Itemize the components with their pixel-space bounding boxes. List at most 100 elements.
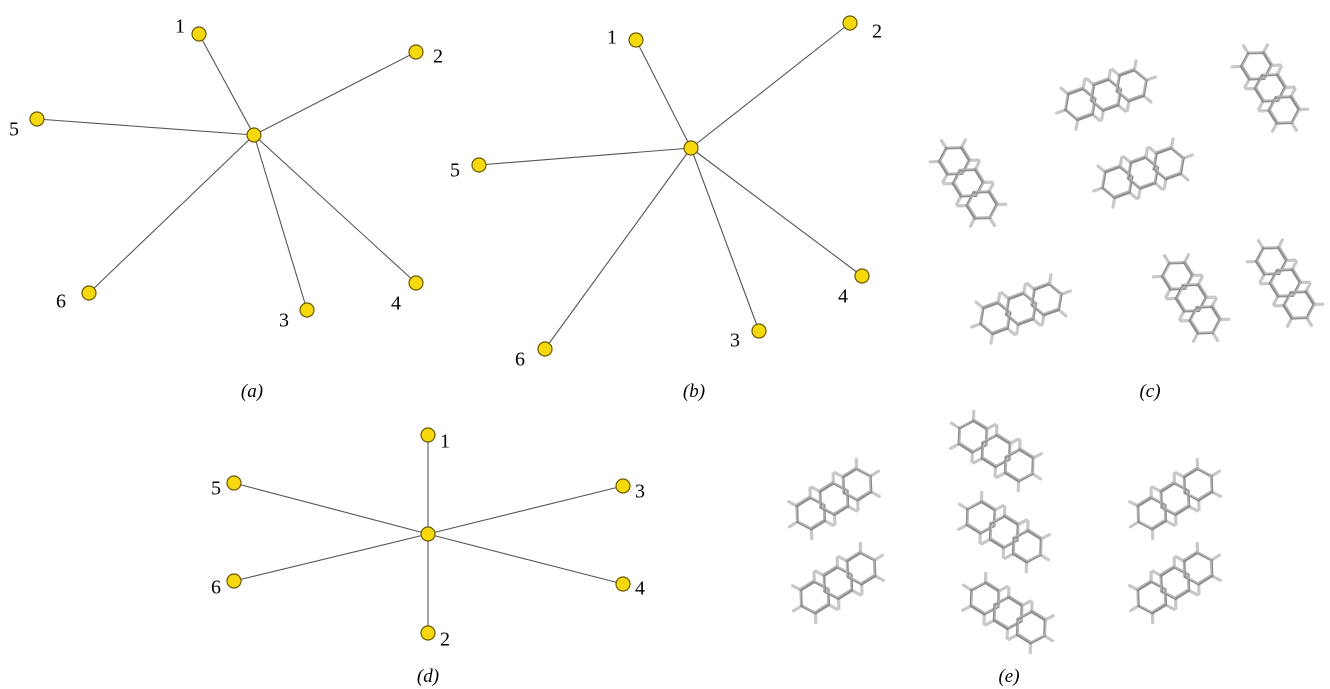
hydrogen-bond xyxy=(1230,64,1243,69)
molecule-panel-c xyxy=(928,43,1325,345)
hydrogen-bond xyxy=(1015,322,1020,336)
carbon-bond-highlight xyxy=(1307,302,1316,318)
carbon-bond-highlight xyxy=(981,499,997,510)
hydrogen-bond xyxy=(1057,308,1068,318)
carbon-bond-highlight xyxy=(1195,466,1212,476)
panel-label-c: (c) xyxy=(1139,381,1160,402)
edge-d-6 xyxy=(233,533,429,582)
carbon-bond xyxy=(822,565,839,577)
carbon-bond-highlight xyxy=(1136,587,1139,606)
carbon-bond-highlight xyxy=(1101,185,1115,198)
hydrogen-bond xyxy=(1256,239,1265,250)
carbon-bond-highlight xyxy=(1127,93,1144,101)
hydrogen-bond xyxy=(984,618,996,627)
carbon-bond-highlight xyxy=(1128,174,1133,192)
carbon-bond-highlight xyxy=(822,503,825,521)
hydrogen-bond xyxy=(1005,326,1017,337)
carbon-bond-highlight xyxy=(1277,268,1295,271)
carbon-bond-highlight xyxy=(1277,73,1288,88)
carbon-bond-highlight xyxy=(979,305,984,324)
node-b-5 xyxy=(471,157,487,173)
carbon-bond-highlight xyxy=(1136,519,1153,529)
carbon-bond-highlight xyxy=(975,168,986,183)
carbon-bond-highlight xyxy=(1159,573,1162,591)
hydrogen-bond xyxy=(856,498,860,512)
carbon-bond-highlight xyxy=(980,523,996,533)
molecule-c-7 xyxy=(1245,238,1325,328)
carbon-bond-highlight xyxy=(1256,259,1267,275)
carbon-bond xyxy=(984,581,1001,593)
carbon-bond-highlight xyxy=(1136,579,1152,590)
carbon-bond-highlight xyxy=(1126,160,1132,178)
carbon-bond xyxy=(995,433,1012,445)
hydrogen-bond xyxy=(1040,313,1046,327)
hydrogen-bond xyxy=(1137,186,1142,200)
carbon-bond-highlight xyxy=(1182,475,1185,493)
carbon-bond-highlight xyxy=(799,587,802,606)
molecule-e-2 xyxy=(791,541,885,625)
node-d-2 xyxy=(420,625,436,641)
carbon-bond-highlight xyxy=(1030,633,1047,643)
node-label-d-3: 3 xyxy=(635,481,645,503)
carbon-bond-highlight xyxy=(823,589,839,599)
carbon-bond-highlight xyxy=(1263,51,1274,66)
hydrogen-bond xyxy=(1259,281,1272,286)
hydrogen-bond xyxy=(968,216,977,228)
hydrogen-bond xyxy=(1243,77,1251,89)
carbon-bond-highlight xyxy=(1284,303,1294,319)
carbon-bond-highlight xyxy=(1103,164,1121,172)
carbon-bond-highlight xyxy=(1162,274,1173,290)
carbon-bond-highlight xyxy=(958,426,962,444)
node-label-a-5: 5 xyxy=(9,119,19,141)
node-label-b-4: 4 xyxy=(838,286,848,308)
edge-d-4 xyxy=(427,533,624,585)
carbon-bond xyxy=(1254,260,1266,276)
molecule-panel-e xyxy=(787,409,1222,655)
carbon-bond-highlight xyxy=(1278,246,1289,261)
carbon-bond-highlight xyxy=(1101,169,1106,188)
carbon-bond-highlight xyxy=(1160,505,1176,515)
edge-b-6 xyxy=(544,147,692,350)
carbon-bond-highlight xyxy=(990,514,1007,524)
hydrogen-bond xyxy=(1001,546,1006,559)
carbon-bond xyxy=(1304,290,1316,306)
carbon-bond-highlight xyxy=(995,457,1011,467)
carbon-bond-highlight xyxy=(868,474,872,492)
carbon-bond-highlight xyxy=(1249,77,1267,80)
node-d-1 xyxy=(420,427,436,443)
carbon-bond-highlight xyxy=(856,489,872,500)
hydrogen-bond xyxy=(982,612,986,626)
hydrogen-bond xyxy=(1003,552,1015,560)
carbon-bond-highlight xyxy=(846,574,862,584)
edge-b-4 xyxy=(690,147,863,277)
carbon-bond-highlight xyxy=(1183,490,1199,500)
carbon-bond xyxy=(972,419,989,431)
carbon-bond xyxy=(980,457,997,469)
edge-b-2 xyxy=(690,22,851,149)
carbon-bond-highlight xyxy=(836,588,852,599)
carbon-bond-highlight xyxy=(841,475,844,493)
molecule-e-7 xyxy=(1128,541,1222,625)
carbon-bond xyxy=(969,604,986,616)
hydrogen-bond xyxy=(1173,597,1178,610)
carbon-bond xyxy=(1003,514,1020,526)
hydrogen-bond xyxy=(1024,560,1029,574)
node-label-d-5: 5 xyxy=(211,478,221,500)
carbon-bond-highlight xyxy=(1026,552,1043,562)
carbon-bond-highlight xyxy=(953,168,963,184)
node-a-3 xyxy=(299,302,315,318)
carbon-bond xyxy=(1136,580,1153,592)
carbon-bond-highlight xyxy=(961,194,979,197)
carbon-bond-highlight xyxy=(1152,151,1157,169)
hydrogen-bond xyxy=(1244,86,1257,91)
hydrogen-bond xyxy=(956,203,969,208)
carbon-bond-highlight xyxy=(1163,503,1166,521)
carbon-bond-highlight xyxy=(996,433,1012,444)
node-b-6 xyxy=(537,341,553,357)
carbon-bond-highlight xyxy=(1004,312,1019,324)
carbon-bond-highlight xyxy=(1209,474,1213,492)
carbon-bond-highlight xyxy=(960,168,978,171)
carbon-bond-highlight xyxy=(1017,632,1033,643)
hydrogen-bond xyxy=(928,159,941,164)
